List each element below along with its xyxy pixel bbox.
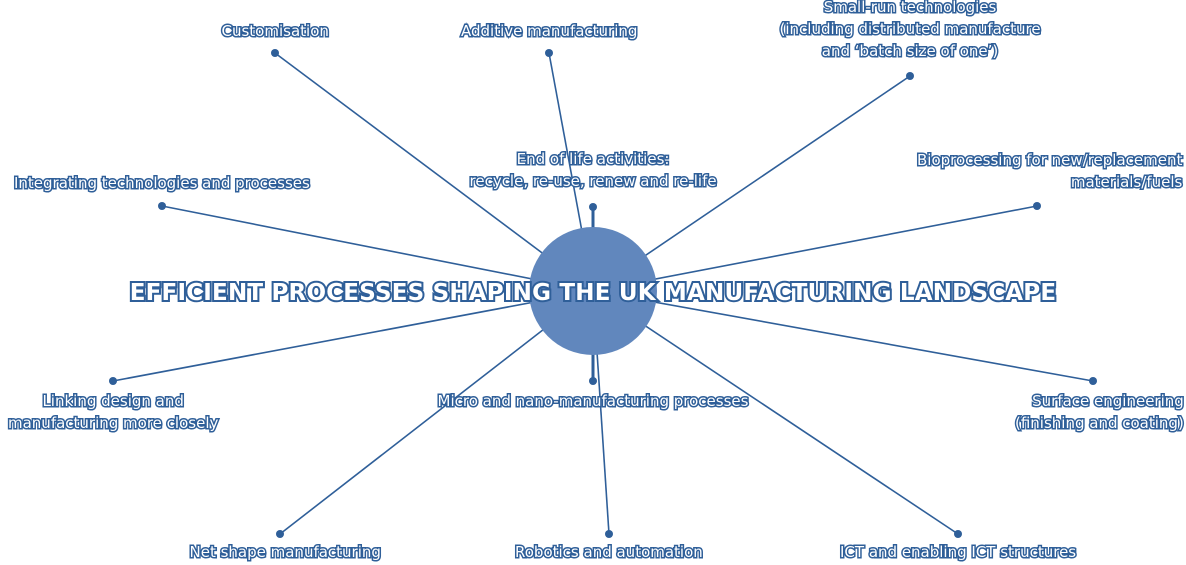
label-line: Robotics and automation	[514, 542, 705, 563]
dot-linking-design	[109, 377, 117, 385]
dot-surface	[1089, 377, 1097, 385]
label-surface: Surface engineering(finishing and coatin…	[1014, 390, 1186, 434]
endpoint-dots	[109, 49, 1097, 538]
spoke-bioprocessing	[592, 205, 1038, 292]
label-line: and ‘batch size of one’)	[820, 41, 999, 62]
spoke-ict	[592, 290, 959, 535]
label-line: Small-run technologies	[822, 0, 998, 18]
label-line: Customisation	[220, 21, 330, 42]
dot-small-run	[906, 72, 914, 80]
label-robotics: Robotics and automation	[514, 541, 705, 563]
label-line: Net shape manufacturing	[188, 542, 382, 563]
label-line: Additive manufacturing	[459, 21, 638, 42]
dot-robotics	[605, 530, 613, 538]
label-customisation: Customisation	[220, 20, 330, 42]
dot-customisation	[271, 49, 279, 57]
label-line: Micro and nano-manufacturing processes	[436, 391, 750, 412]
spoke-linking-design	[112, 290, 594, 382]
label-line: ICT and enabling ICT structures	[838, 542, 1077, 563]
dot-additive	[545, 49, 553, 57]
diagram-title: EFFICIENT PROCESSES SHAPING THE UK MANUF…	[128, 278, 1058, 308]
label-line: Linking design and	[41, 391, 185, 412]
spoke-net-shape	[279, 290, 594, 535]
label-small-run: Small-run technologies(including distrib…	[778, 0, 1042, 62]
dot-bioprocessing	[1033, 202, 1041, 210]
label-line: Surface engineering	[1031, 391, 1186, 412]
label-net-shape: Net shape manufacturing	[188, 541, 382, 563]
spoke-customisation	[274, 52, 594, 292]
label-ict: ICT and enabling ICT structures	[838, 541, 1077, 563]
label-additive: Additive manufacturing	[459, 20, 638, 42]
label-line: materials/fuels	[1069, 172, 1183, 193]
label-line: (including distributed manufacture	[778, 19, 1042, 40]
dot-net-shape	[276, 530, 284, 538]
central-hub	[529, 227, 657, 355]
label-end-of-life: End of life activities:recycle, re-use, …	[468, 148, 718, 192]
spoke-surface	[592, 290, 1094, 382]
dot-integrating	[158, 202, 166, 210]
dot-micro-nano	[589, 377, 597, 385]
label-integrating: Integrating technologies and processes	[13, 172, 312, 194]
label-line: Integrating technologies and processes	[13, 173, 312, 194]
dot-ict	[954, 530, 962, 538]
label-line: (finishing and coating)	[1014, 413, 1186, 434]
dot-end-of-life	[589, 203, 597, 211]
label-line: Bioprocessing for new/replacement	[915, 150, 1183, 171]
label-line: manufacturing more closely	[6, 413, 219, 434]
label-line: End of life activities:	[515, 149, 671, 170]
label-line: recycle, re-use, renew and re-life	[468, 171, 718, 192]
spoke-integrating	[161, 205, 594, 292]
label-micro-nano: Micro and nano-manufacturing processes	[436, 390, 750, 412]
